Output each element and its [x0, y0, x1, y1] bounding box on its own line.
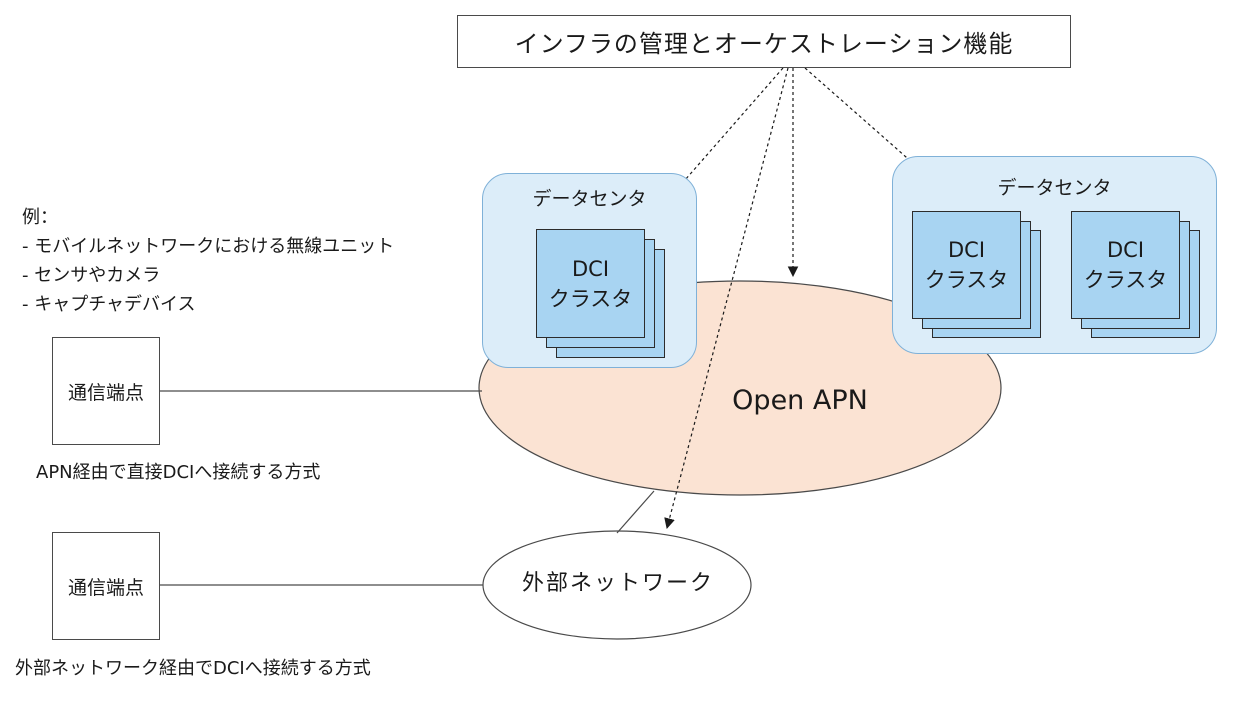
data-center-left: データセンタ DCI クラスタ — [482, 173, 697, 368]
cluster-name: DCI — [571, 256, 610, 281]
data-center-label: データセンタ — [997, 177, 1112, 199]
example-item: - モバイルネットワークにおける無線ユニット — [22, 236, 395, 257]
example-item: - センサやカメラ — [22, 265, 161, 286]
cluster-name: DCI — [1106, 238, 1145, 262]
endpoint-caption-external: 外部ネットワーク経由でDCIへ接続する方式 — [15, 658, 371, 679]
endpoint-label: 通信端点 — [67, 381, 144, 404]
orchestration-label: インフラの管理とオーケストレーション機能 — [514, 30, 1014, 58]
cluster-type: クラスタ — [548, 286, 633, 311]
endpoint-label: 通信端点 — [67, 576, 144, 599]
cluster-type: クラスタ — [1083, 268, 1168, 292]
examples-list: 例： - モバイルネットワークにおける無線ユニット - センサやカメラ - キャ… — [22, 203, 394, 319]
orchestration-arrow-external — [664, 67, 789, 530]
data-center-right: データセンタ DCI クラスタ DCI クラスタ — [892, 156, 1217, 354]
data-center-label: データセンタ — [532, 188, 647, 210]
dci-cluster: DCI クラスタ — [1071, 211, 1180, 319]
open-apn-label: Open APN — [732, 385, 868, 416]
dci-cluster: DCI クラスタ — [912, 211, 1021, 319]
endpoint-caption-apn: APN経由で直接DCIへ接続する方式 — [36, 462, 321, 483]
cluster-type: クラスタ — [924, 268, 1009, 292]
orchestration-box: インフラの管理とオーケストレーション機能 — [457, 15, 1071, 68]
apn-to-external-link — [616, 490, 655, 534]
dci-cluster: DCI クラスタ — [536, 229, 645, 338]
example-item: - キャプチャデバイス — [22, 294, 196, 315]
external-network-label: 外部ネットワーク — [521, 571, 714, 596]
examples-heading: 例： — [22, 207, 58, 228]
endpoint-box-external: 通信端点 — [52, 532, 160, 640]
cluster-name: DCI — [947, 238, 986, 262]
endpoint-box-apn: 通信端点 — [52, 337, 160, 445]
